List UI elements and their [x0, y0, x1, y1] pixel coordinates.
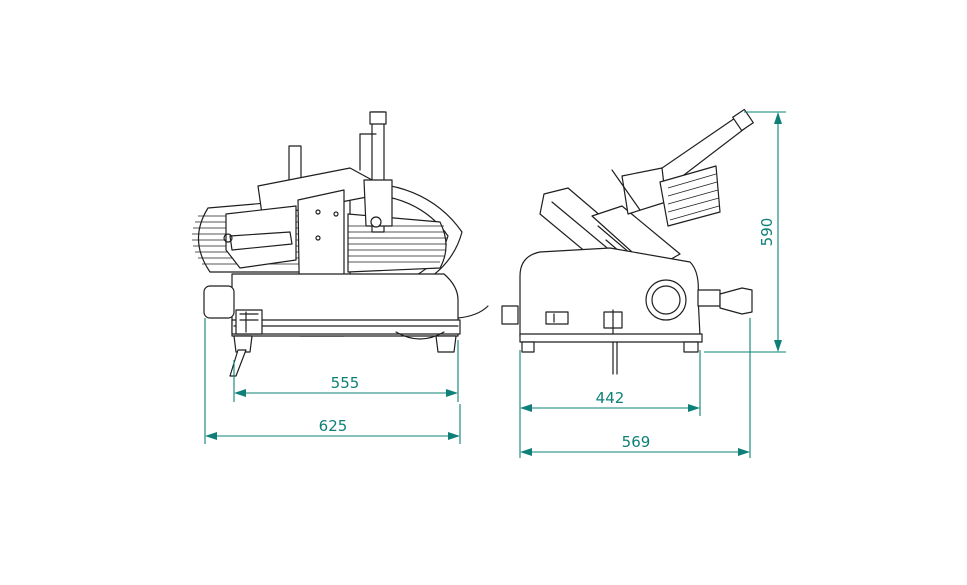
- blade-plate: [347, 213, 447, 273]
- front-base: [203, 273, 489, 340]
- dim-label-555: 555: [331, 374, 360, 392]
- side-feet: [521, 341, 699, 375]
- dimension-555: 555: [233, 340, 459, 402]
- front-feet: [229, 335, 457, 377]
- dimension-625: 625: [204, 318, 461, 444]
- dimension-442: 442: [519, 350, 701, 458]
- dimension-590: 590: [704, 111, 786, 353]
- pusher-arm: [611, 108, 754, 227]
- top-arm: [257, 111, 393, 233]
- dim-label-569: 569: [622, 433, 651, 451]
- carriage-holder: [223, 205, 297, 269]
- dim-label-442: 442: [596, 389, 625, 407]
- side-view-slicer: [501, 108, 754, 375]
- dim-label-625: 625: [319, 417, 348, 435]
- side-housing: [501, 247, 753, 343]
- dim-label-590: 590: [758, 218, 776, 247]
- front-view-slicer: [192, 111, 489, 377]
- dimension-569: 569: [520, 318, 751, 458]
